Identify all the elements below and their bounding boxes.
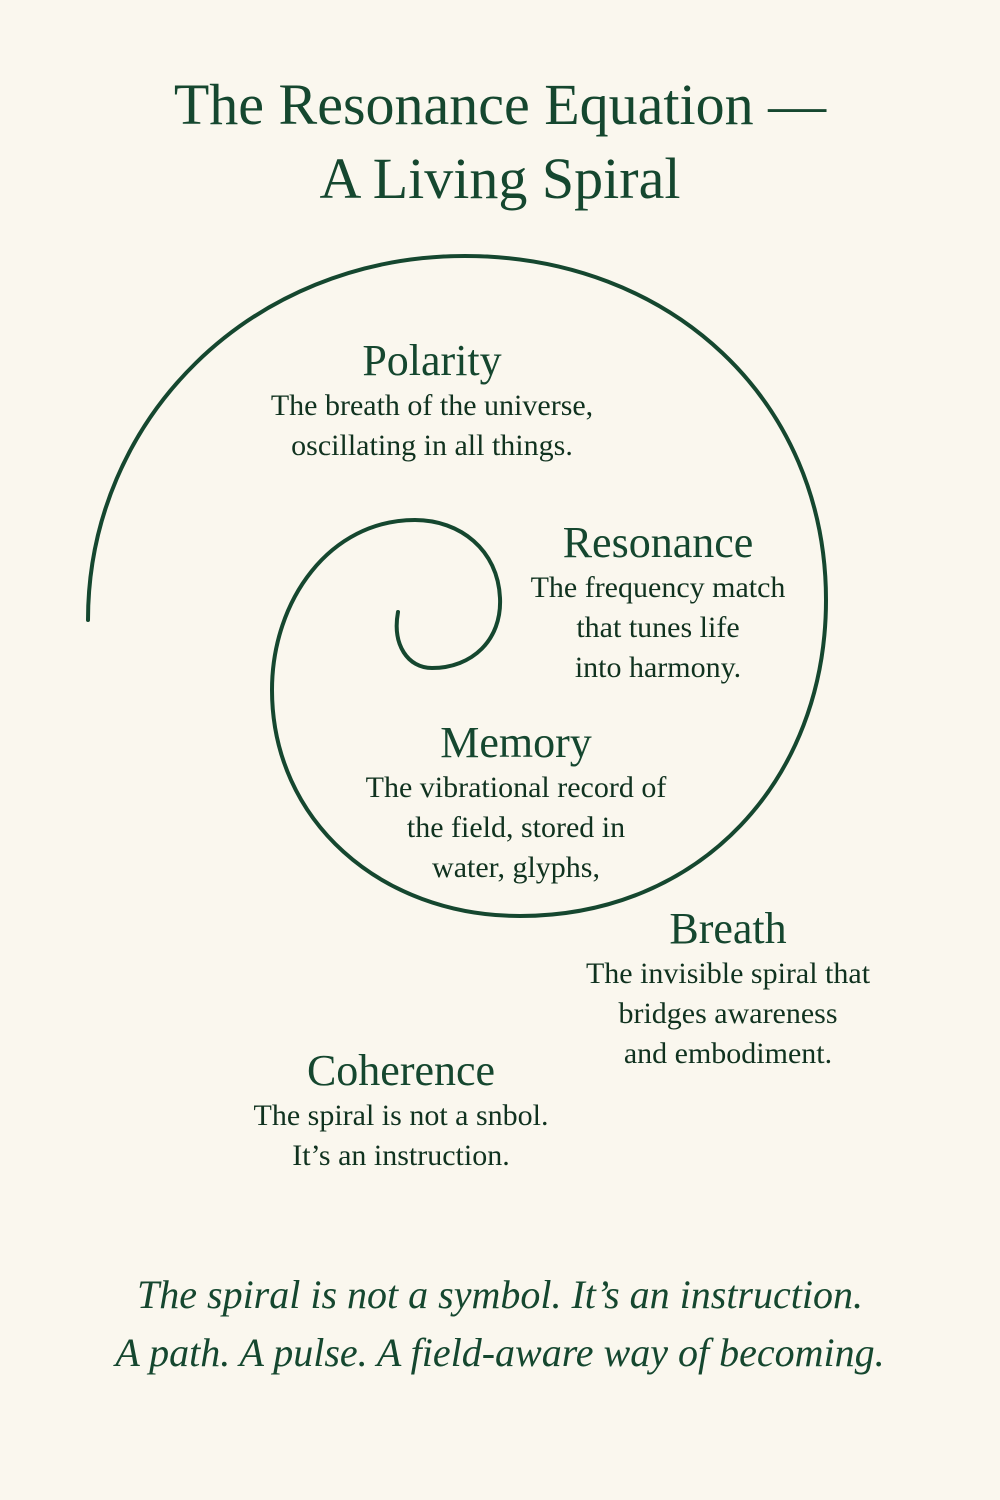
description-line: The invisible spiral that — [585, 957, 871, 990]
quote-line-1: The spiral is not a symbol. It’s an inst… — [137, 1272, 863, 1317]
description-line: The frequency match — [530, 571, 786, 604]
section-heading: Resonance — [562, 518, 754, 567]
description-line: The breath of the universe, — [270, 389, 594, 422]
section-heading: Coherence — [306, 1046, 496, 1095]
section-breath: Breath The invisible spiral that bridges… — [548, 904, 908, 1074]
section-description: The vibrational record of the field, sto… — [326, 768, 706, 888]
section-resonance: Resonance The frequency match that tunes… — [508, 518, 808, 688]
description-line: oscillating in all things. — [291, 429, 573, 462]
section-description: The breath of the universe, oscillating … — [222, 386, 642, 466]
section-description: The invisible spiral that bridges awaren… — [548, 954, 908, 1074]
description-line: It’s an instruction. — [292, 1139, 510, 1172]
closing-quote: The spiral is not a symbol. It’s an inst… — [0, 1266, 1000, 1382]
description-line: The spiral is not a snbol. — [253, 1099, 549, 1132]
title-line-2: A Living Spiral — [319, 146, 681, 211]
description-line: water, glyphs, — [432, 851, 600, 884]
section-description: The frequency match that tunes life into… — [508, 568, 808, 688]
section-description: The spiral is not a snbol. It’s an instr… — [196, 1096, 606, 1176]
section-heading: Polarity — [362, 336, 502, 385]
title-line-1: The Resonance Equation — — [173, 72, 827, 137]
description-line: into harmony. — [574, 651, 742, 684]
section-polarity: Polarity The breath of the universe, osc… — [222, 336, 642, 466]
section-memory: Memory The vibrational record of the fie… — [326, 718, 706, 888]
section-heading: Memory — [440, 718, 592, 767]
section-coherence: Coherence The spiral is not a snbol. It’… — [196, 1046, 606, 1176]
section-heading: Breath — [669, 904, 787, 953]
page-title: The Resonance Equation — A Living Spiral — [0, 68, 1000, 216]
description-line: and embodiment. — [623, 1037, 833, 1070]
description-line: the field, stored in — [406, 811, 626, 844]
quote-line-2: A path. A pulse. A field-aware way of be… — [115, 1330, 885, 1375]
description-line: The vibrational record of — [365, 771, 667, 804]
description-line: that tunes life — [576, 611, 740, 644]
description-line: bridges awareness — [618, 997, 838, 1030]
